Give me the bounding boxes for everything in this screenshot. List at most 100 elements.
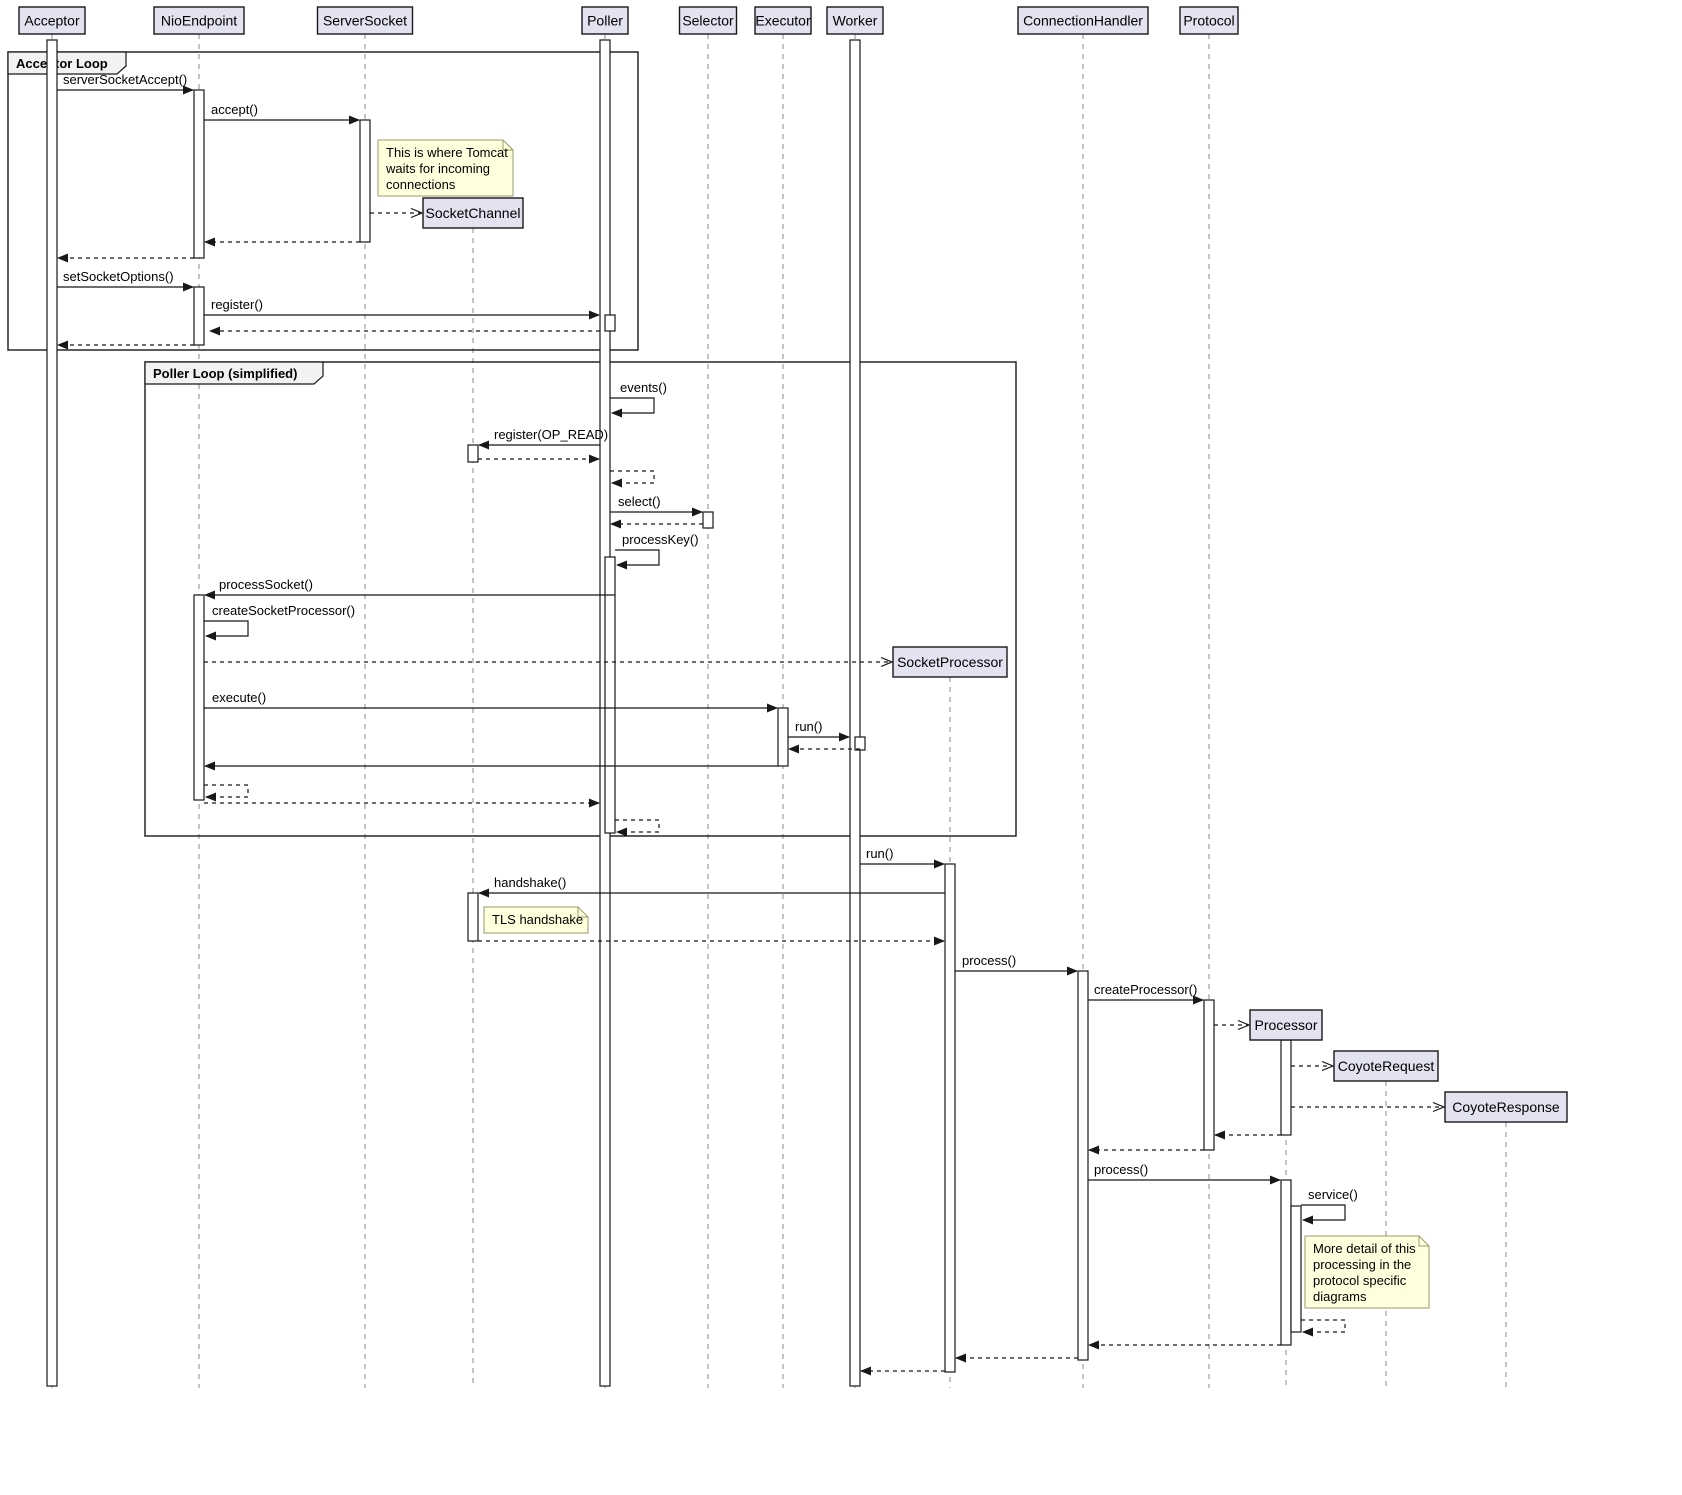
arrowhead-open-icon <box>1432 1101 1446 1113</box>
participant-label-processor: Processor <box>1254 1017 1317 1033</box>
arrowhead-icon <box>478 888 489 898</box>
message-label: register() <box>211 297 263 312</box>
self-message-line <box>615 819 660 833</box>
arrowhead-icon <box>955 1353 966 1363</box>
participant-box-selector <box>678 6 738 35</box>
arrowhead-icon <box>839 732 850 742</box>
note-text: connections <box>386 177 456 192</box>
participant-box-protocol <box>1179 6 1239 35</box>
participant-label-acceptor: Acceptor <box>24 13 80 29</box>
note-text: This is where Tomcat <box>386 145 508 160</box>
participant-label-worker: Worker <box>833 13 878 29</box>
note-text: waits for incoming <box>385 161 490 176</box>
note-fold-icon <box>1418 1236 1429 1247</box>
arrowhead-icon <box>692 507 703 517</box>
participant-label-socketprocessor: SocketProcessor <box>897 654 1003 670</box>
message-label: createSocketProcessor() <box>212 603 355 618</box>
activation-bar <box>46 39 58 1387</box>
self-message-line <box>610 470 655 484</box>
arrowhead-icon <box>616 827 627 837</box>
arrowhead-icon <box>205 631 216 641</box>
message-label: setSocketOptions() <box>63 269 174 284</box>
frame-label: Poller Loop (simplified) <box>153 366 297 381</box>
note-text: diagrams <box>1313 1289 1367 1304</box>
participant-box-acceptor <box>18 6 86 35</box>
participant-label-coyoterequest: CoyoteRequest <box>1338 1058 1435 1074</box>
participant-box-connectionhandler <box>1017 6 1149 35</box>
activation-bar <box>467 444 479 463</box>
activation-bar <box>1203 999 1215 1151</box>
arrowhead-icon <box>204 590 215 600</box>
arrowhead-icon <box>767 703 778 713</box>
activation-bar <box>359 119 371 243</box>
participant-label-selector: Selector <box>682 13 734 29</box>
frame-label: Acceptor Loop <box>16 56 108 71</box>
message-label: serverSocketAccept() <box>63 72 187 87</box>
arrowhead-icon <box>1088 1340 1099 1350</box>
participant-box-serversocket <box>316 6 414 35</box>
arrowhead-icon <box>1193 995 1204 1005</box>
activation-bar <box>1290 1205 1302 1333</box>
message-label: run() <box>795 719 822 734</box>
message-label: createProcessor() <box>1094 982 1197 997</box>
self-message-line <box>610 397 655 414</box>
arrowhead-icon <box>1067 966 1078 976</box>
arrowhead-open-icon <box>1237 1019 1251 1031</box>
message-label: process() <box>962 953 1016 968</box>
arrowhead-icon <box>1214 1130 1225 1140</box>
frame-border-poller-loop-simplified- <box>144 361 1017 837</box>
arrowhead-icon <box>204 237 215 247</box>
frame-border-acceptor-loop <box>7 51 639 351</box>
arrowhead-open-icon <box>410 207 424 219</box>
arrowhead-icon <box>589 454 600 464</box>
arrowhead-icon <box>589 798 600 808</box>
note <box>377 139 514 197</box>
activation-bar <box>604 556 616 834</box>
note-text: processing in the <box>1313 1257 1411 1272</box>
participant-box-coyoteresponse <box>1444 1091 1568 1123</box>
activation-bar <box>193 89 205 259</box>
activation-bar <box>193 594 205 801</box>
arrowhead-icon <box>205 792 216 802</box>
message-label: accept() <box>211 102 258 117</box>
message-label: run() <box>866 846 893 861</box>
arrowhead-icon <box>478 440 489 450</box>
self-message-line <box>1301 1204 1346 1221</box>
message-label: events() <box>620 380 667 395</box>
arrowhead-icon <box>611 478 622 488</box>
activation-bar <box>1280 1039 1292 1136</box>
note <box>1304 1235 1430 1309</box>
note-text: TLS handshake <box>492 912 583 927</box>
message-label: register(OP_READ) <box>494 427 608 442</box>
message-label: select() <box>618 494 661 509</box>
activation-bar <box>467 892 479 942</box>
arrowhead-icon <box>611 408 622 418</box>
activation-bar <box>604 314 616 332</box>
activation-bar <box>944 863 956 1373</box>
participant-label-coyoteresponse: CoyoteResponse <box>1452 1099 1560 1115</box>
participant-label-serversocket: ServerSocket <box>323 13 407 29</box>
arrowhead-icon <box>1088 1145 1099 1155</box>
participant-label-poller: Poller <box>587 13 623 29</box>
participant-label-executor: Executor <box>755 13 811 29</box>
activation-bar <box>1280 1179 1292 1346</box>
arrowhead-icon <box>934 936 945 946</box>
participant-box-worker <box>826 6 884 35</box>
participant-box-socketchannel <box>422 197 524 229</box>
arrowhead-icon <box>1270 1175 1281 1185</box>
activation-bar <box>1077 970 1089 1361</box>
arrowhead-icon <box>57 253 68 263</box>
arrowhead-icon <box>934 859 945 869</box>
self-message-line <box>1301 1319 1346 1333</box>
note-fold-icon <box>577 907 588 918</box>
message-label: execute() <box>212 690 266 705</box>
message-label: processKey() <box>622 532 699 547</box>
participant-label-protocol: Protocol <box>1183 13 1234 29</box>
arrowhead-icon <box>349 115 360 125</box>
activation-bar <box>702 511 714 529</box>
arrowhead-icon <box>788 744 799 754</box>
self-message-line <box>615 549 660 566</box>
arrowhead-icon <box>183 85 194 95</box>
participant-label-nioendpoint: NioEndpoint <box>161 13 237 29</box>
